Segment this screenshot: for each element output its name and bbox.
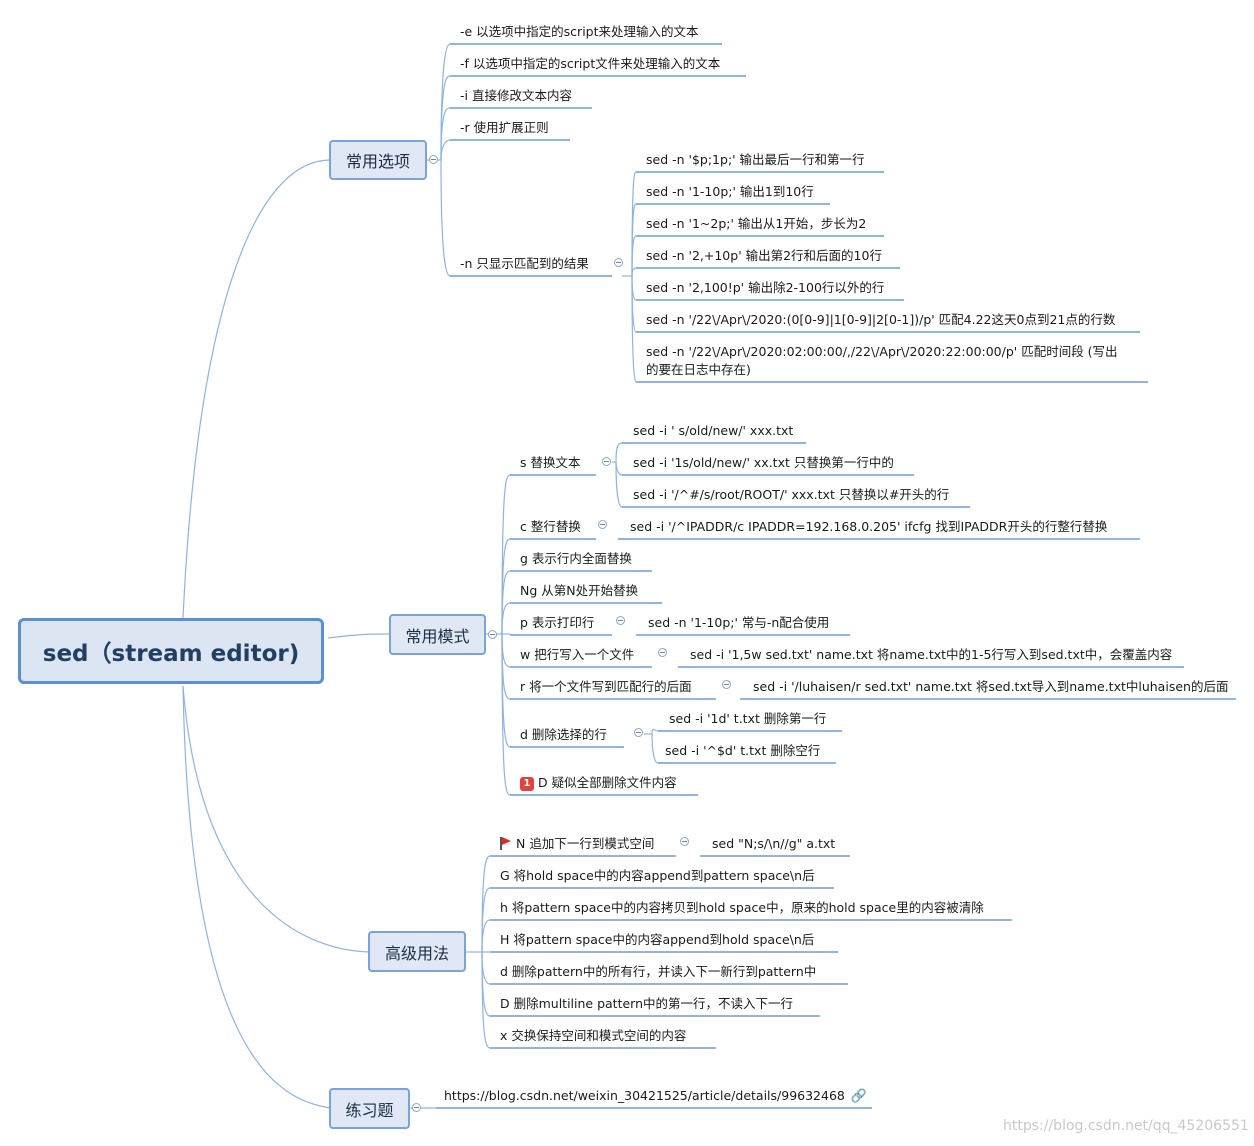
exercise-url[interactable]: https://blog.csdn.net/weixin_30421525/ar… — [444, 1088, 845, 1103]
n-example[interactable]: sed -n '/22\/Apr\/2020:02:00:00/,/22\/Ap… — [646, 344, 1118, 359]
adv-H[interactable]: H 将pattern space中的内容append到hold space\n后 — [500, 932, 815, 947]
n-example[interactable]: sed -n '/22\/Apr\/2020:(0[0-9]|1[0-9]|2[… — [646, 312, 1116, 327]
adv-N[interactable]: N 追加下一行到模式空间 — [500, 836, 654, 852]
d-example[interactable]: sed -i '^$d' t.txt 删除空行 — [665, 743, 821, 758]
n-example[interactable]: sed -n '2,100!p' 输出除2-100行以外的行 — [646, 280, 885, 295]
p-example[interactable]: sed -n '1-10p;' 常与-n配合使用 — [648, 615, 830, 630]
collapse-toggle-icon[interactable] — [429, 155, 438, 164]
watermark: https://blog.csdn.net/qq_45206551 — [1003, 1118, 1249, 1134]
option-n[interactable]: -n 只显示匹配到的结果 — [460, 256, 589, 271]
option-e[interactable]: -e 以选项中指定的script来处理输入的文本 — [460, 24, 699, 39]
mode-D[interactable]: 1 D 疑似全部删除文件内容 — [520, 775, 677, 791]
collapse-toggle-icon[interactable] — [614, 258, 623, 267]
d-example[interactable]: sed -i '1d' t.txt 删除第一行 — [669, 711, 827, 726]
collapse-toggle-icon[interactable] — [722, 680, 731, 689]
mode-D-label: D 疑似全部删除文件内容 — [538, 775, 677, 790]
collapse-toggle-icon[interactable] — [412, 1103, 421, 1112]
priority-1-icon: 1 — [520, 777, 534, 791]
w-example[interactable]: sed -i '1,5w sed.txt' name.txt 将name.txt… — [690, 647, 1173, 662]
branch-common-options[interactable]: 常用选项 — [329, 140, 427, 180]
mode-p[interactable]: p 表示打印行 — [520, 615, 595, 630]
s-example[interactable]: sed -i '/^#/s/root/ROOT/' xxx.txt 只替换以#开… — [633, 487, 950, 502]
s-example[interactable]: sed -i '1s/old/new/' xx.txt 只替换第一行中的 — [633, 455, 894, 470]
n-example[interactable]: sed -n '2,+10p' 输出第2行和后面的10行 — [646, 248, 882, 263]
branch-exercises[interactable]: 练习题 — [329, 1088, 410, 1129]
collapse-toggle-icon[interactable] — [616, 616, 625, 625]
adv-G[interactable]: G 将hold space中的内容append到pattern space\n后 — [500, 868, 815, 883]
mode-Ng[interactable]: Ng 从第N处开始替换 — [520, 583, 639, 598]
link-icon[interactable]: 🔗 — [850, 1089, 868, 1104]
adv-h[interactable]: h 将pattern space中的内容拷贝到hold space中，原来的ho… — [500, 900, 984, 915]
collapse-toggle-icon[interactable] — [598, 520, 607, 529]
n-example[interactable]: sed -n '$p;1p;' 输出最后一行和第一行 — [646, 152, 865, 167]
exercise-link[interactable]: https://blog.csdn.net/weixin_30421525/ar… — [444, 1088, 867, 1105]
adv-d[interactable]: d 删除pattern中的所有行，并读入下一新行到pattern中 — [500, 964, 817, 979]
n-example[interactable]: sed -n '1-10p;' 输出1到10行 — [646, 184, 814, 199]
N-example[interactable]: sed "N;s/\n//g" a.txt — [712, 836, 836, 851]
collapse-toggle-icon[interactable] — [658, 648, 667, 657]
option-f[interactable]: -f 以选项中指定的script文件来处理输入的文本 — [460, 56, 721, 71]
branch-advanced-usage[interactable]: 高级用法 — [368, 931, 466, 972]
mode-r[interactable]: r 将一个文件写到匹配行的后面 — [520, 679, 692, 694]
collapse-toggle-icon[interactable] — [680, 837, 689, 846]
collapse-toggle-icon[interactable] — [634, 728, 643, 737]
red-flag-icon — [500, 837, 512, 850]
mode-w[interactable]: w 把行写入一个文件 — [520, 647, 635, 662]
option-r[interactable]: -r 使用扩展正则 — [460, 120, 549, 135]
adv-x[interactable]: x 交换保持空间和模式空间的内容 — [500, 1028, 687, 1043]
branch-common-modes[interactable]: 常用模式 — [389, 614, 486, 655]
adv-D[interactable]: D 删除multiline pattern中的第一行，不读入下一行 — [500, 996, 794, 1011]
s-example[interactable]: sed -i ' s/old/new/' xxx.txt — [633, 423, 794, 438]
n-example[interactable]: sed -n '1~2p;' 输出从1开始，步长为2 — [646, 216, 867, 231]
r-example[interactable]: sed -i '/luhaisen/r sed.txt' name.txt 将s… — [753, 679, 1229, 694]
root-topic[interactable]: sed（stream editor) — [18, 618, 324, 684]
c-example[interactable]: sed -i '/^IPADDR/c IPADDR=192.168.0.205'… — [630, 519, 1108, 534]
mode-g[interactable]: g 表示行内全面替换 — [520, 551, 632, 566]
collapse-toggle-icon[interactable] — [602, 457, 611, 466]
n-example-continued: 的要在日志中存在) — [646, 362, 751, 377]
mode-c[interactable]: c 整行替换 — [520, 519, 581, 534]
option-i[interactable]: -i 直接修改文本内容 — [460, 88, 572, 103]
adv-N-label: N 追加下一行到模式空间 — [516, 836, 655, 851]
collapse-toggle-icon[interactable] — [488, 630, 497, 639]
mode-s[interactable]: s 替换文本 — [520, 455, 581, 470]
mode-d[interactable]: d 删除选择的行 — [520, 727, 607, 742]
